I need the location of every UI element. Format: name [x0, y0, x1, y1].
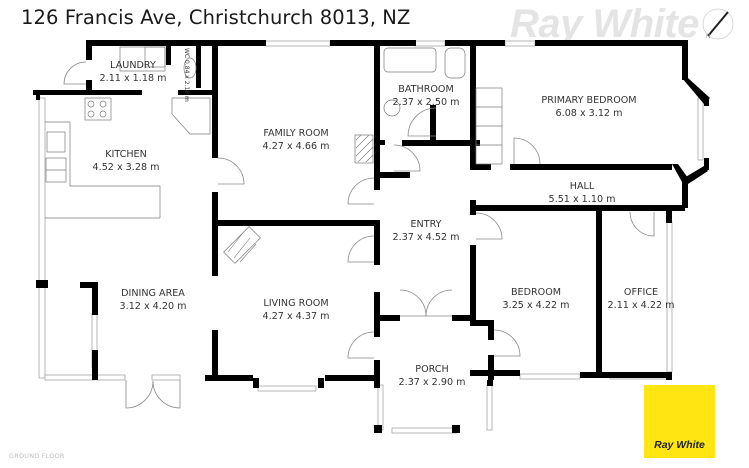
north-arrow-icon: N: [702, 8, 734, 40]
room-bedroom-dims: 3.25 x 4.22 m: [502, 299, 570, 311]
room-primary-bedroom: PRIMARY BEDROOM 6.08 x 3.12 m: [541, 95, 636, 120]
floor-level-label: GROUND FLOOR: [9, 452, 65, 460]
room-office-name: OFFICE: [623, 287, 659, 298]
room-dining-area: DINING AREA 3.12 x 4.20 m: [120, 288, 187, 313]
room-dining-area-name: DINING AREA: [121, 288, 185, 299]
room-family-room-name: FAMILY ROOM: [263, 128, 329, 139]
svg-text:N: N: [706, 33, 711, 40]
room-porch-dims: 2.37 x 2.90 m: [398, 376, 466, 388]
brand-watermark: Ray White: [510, 2, 699, 46]
room-bedroom-name: BEDROOM: [510, 287, 562, 298]
room-laundry: LAUNDRY 2.11 x 1.18 m: [100, 60, 167, 85]
room-family-room-dims: 4.27 x 4.66 m: [262, 140, 330, 152]
room-laundry-dims: 2.11 x 1.18 m: [99, 72, 167, 84]
room-wc-label: WC 0.84 x 2.18 m: [183, 48, 190, 102]
room-porch: PORCH 2.37 x 2.90 m: [399, 364, 466, 389]
room-kitchen: KITCHEN 4.52 x 3.28 m: [93, 149, 160, 174]
room-laundry-name: LAUNDRY: [110, 60, 156, 71]
room-bedroom: BEDROOM 3.25 x 4.22 m: [503, 287, 570, 312]
room-living-room: LIVING ROOM 4.27 x 4.37 m: [263, 298, 330, 323]
room-hall-dims: 5.51 x 1.10 m: [548, 193, 616, 205]
room-primary-bedroom-name: PRIMARY BEDROOM: [541, 95, 637, 106]
room-entry-name: ENTRY: [410, 219, 442, 230]
room-entry: ENTRY 2.37 x 4.52 m: [393, 219, 460, 244]
room-office: OFFICE 2.11 x 4.22 m: [608, 287, 675, 312]
logo-text: Ray White: [654, 439, 705, 451]
room-hall-name: HALL: [569, 181, 595, 192]
room-living-room-name: LIVING ROOM: [263, 298, 329, 309]
room-bathroom: BATHROOM 2.37 x 2.50 m: [393, 84, 460, 109]
room-office-dims: 2.11 x 4.22 m: [607, 299, 675, 311]
room-kitchen-dims: 4.52 x 3.28 m: [92, 161, 160, 173]
room-dining-area-dims: 3.12 x 4.20 m: [119, 300, 187, 312]
room-bathroom-name: BATHROOM: [398, 84, 454, 95]
property-address: 126 Francis Ave, Christchurch 8013, NZ: [21, 6, 411, 29]
room-family-room: FAMILY ROOM 4.27 x 4.66 m: [263, 128, 330, 153]
room-kitchen-name: KITCHEN: [105, 149, 147, 160]
room-bathroom-dims: 2.37 x 2.50 m: [392, 96, 460, 108]
ray-white-logo: Ray White: [644, 385, 715, 458]
room-entry-dims: 2.37 x 4.52 m: [392, 231, 460, 243]
room-hall: HALL 5.51 x 1.10 m: [549, 181, 616, 206]
room-porch-name: PORCH: [415, 364, 449, 375]
room-primary-bedroom-dims: 6.08 x 3.12 m: [555, 107, 623, 119]
room-living-room-dims: 4.27 x 4.37 m: [262, 310, 330, 322]
